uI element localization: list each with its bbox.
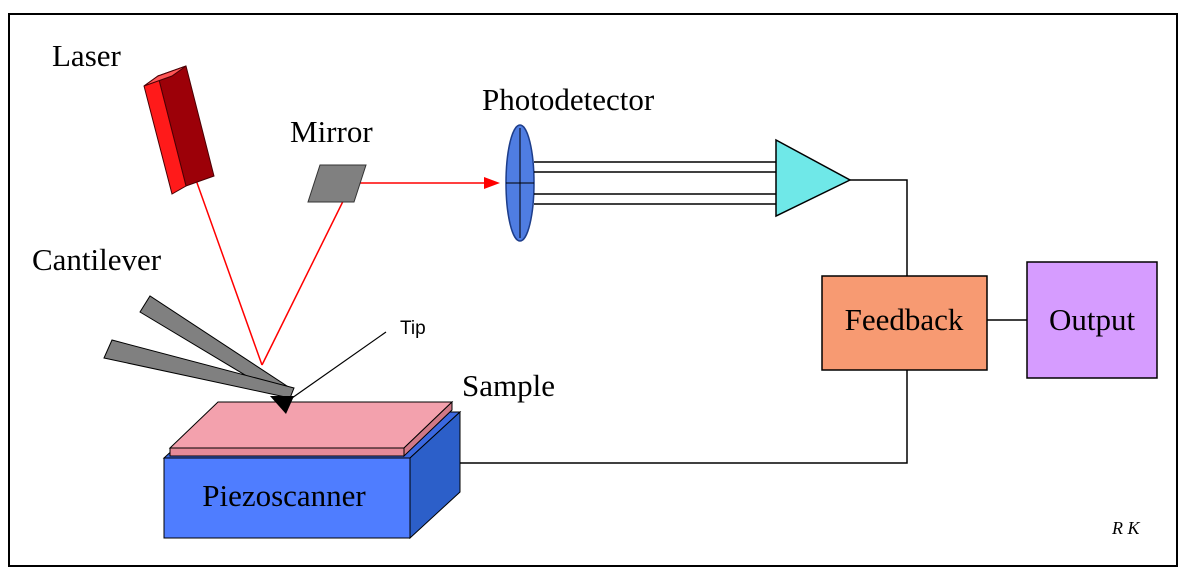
cantilever-label: Cantilever <box>32 242 162 277</box>
sample-top-face <box>168 401 454 449</box>
author-signature: R K <box>1111 518 1140 538</box>
wire-amp-to-feedback <box>850 179 908 276</box>
control-wiring <box>440 179 1027 464</box>
output-box <box>1026 261 1158 379</box>
piezoscanner-label: Piezoscanner <box>202 478 366 513</box>
tip-pointer-line <box>291 331 387 399</box>
mirror <box>307 164 367 203</box>
feedback-label: Feedback <box>845 302 964 337</box>
amplifier-triangle <box>775 138 852 218</box>
laser <box>143 65 215 195</box>
sample-label: Sample <box>462 368 555 403</box>
feedback-box <box>821 275 988 371</box>
photodetector-label: Photodetector <box>482 82 655 117</box>
mirror-label: Mirror <box>290 114 373 149</box>
diagram-frame <box>8 13 1178 567</box>
sample <box>168 400 454 458</box>
cantilever <box>103 295 295 414</box>
laser-beam <box>195 174 500 366</box>
photodetector <box>505 124 535 242</box>
tip-label: Tip <box>400 318 426 339</box>
cantilever-lower-arm <box>103 339 295 399</box>
piezo-front-face <box>163 457 411 539</box>
wire-feedback-to-piezo <box>440 370 908 464</box>
beam-incident <box>195 179 263 366</box>
beam-reflected <box>261 174 357 366</box>
beam-arrowhead <box>484 177 500 189</box>
detector-signal-lines <box>534 161 776 205</box>
output-label: Output <box>1049 302 1136 337</box>
sample-front-face <box>169 447 405 457</box>
laser-label: Laser <box>52 38 122 73</box>
laser-top-face <box>143 65 187 87</box>
sample-side-face <box>403 400 453 458</box>
cantilever-tip <box>270 396 294 414</box>
